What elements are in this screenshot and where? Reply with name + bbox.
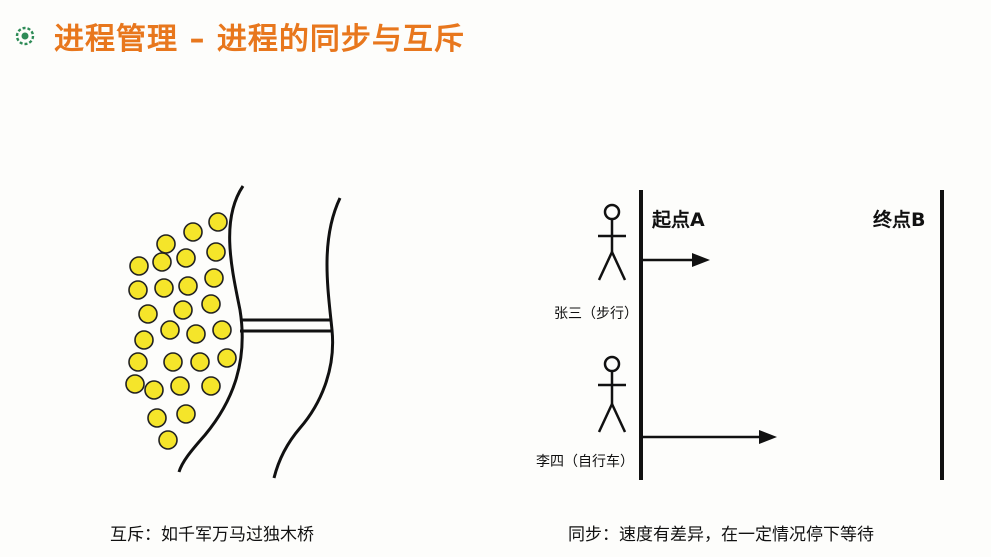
- crowd-coin: [144, 380, 164, 400]
- person2-label: 李四（自行车）: [536, 453, 634, 470]
- sync-figure: 起点A 终点B 张三（步行） 李四（自行车）: [536, 190, 944, 480]
- stick-figure-person1: [597, 203, 627, 281]
- stick-figure-person2: [597, 355, 627, 433]
- crowd-coin: [190, 352, 210, 372]
- crowd-coin: [134, 330, 154, 350]
- crowd-coin: [201, 376, 221, 396]
- mutex-figure: [125, 185, 342, 479]
- crowd-coin: [170, 376, 190, 396]
- crowd-coin: [217, 348, 237, 368]
- sync-caption: 同步：速度有差异，在一定情况停下等待: [568, 525, 874, 545]
- crowd-coin: [178, 276, 198, 296]
- crowd-coin: [156, 234, 176, 254]
- crowd-coin: [129, 256, 149, 276]
- crowd-coin: [128, 280, 148, 300]
- crowd-coin: [206, 242, 226, 262]
- crowd-coin: [147, 408, 167, 428]
- person2-arrow-head: [759, 430, 777, 444]
- crowd-coin: [208, 212, 228, 232]
- person1-label: 张三（步行）: [554, 306, 638, 322]
- crowd-coin: [158, 430, 178, 450]
- crowd-coin: [201, 294, 221, 314]
- crowd-coin: [176, 404, 196, 424]
- cliff-left-edge: [177, 185, 245, 473]
- crowd-coins: [125, 212, 237, 450]
- crowd-coin: [173, 300, 193, 320]
- crowd-coin: [128, 352, 148, 372]
- crowd-coin: [176, 248, 196, 268]
- crowd-coin: [163, 352, 183, 372]
- crowd-coin: [160, 320, 180, 340]
- flower-bullet-icon: [14, 25, 36, 47]
- title-row: 进程管理 – 进程的同步与互斥: [14, 14, 465, 58]
- crowd-coin: [204, 268, 224, 288]
- crowd-coin: [152, 252, 172, 272]
- page-title: 进程管理 – 进程的同步与互斥: [54, 22, 465, 57]
- crowd-coin: [186, 324, 206, 344]
- cliff-right-edge: [272, 197, 342, 479]
- mutex-caption: 互斥：如千军万马过独木桥: [110, 525, 314, 545]
- crowd-coin: [212, 320, 232, 340]
- crowd-coin: [125, 374, 145, 394]
- crowd-coin: [138, 304, 158, 324]
- crowd-coin: [154, 278, 174, 298]
- end-label: 终点B: [873, 208, 925, 231]
- person1-arrow-head: [692, 253, 710, 267]
- crowd-coin: [183, 222, 203, 242]
- start-label: 起点A: [651, 209, 705, 231]
